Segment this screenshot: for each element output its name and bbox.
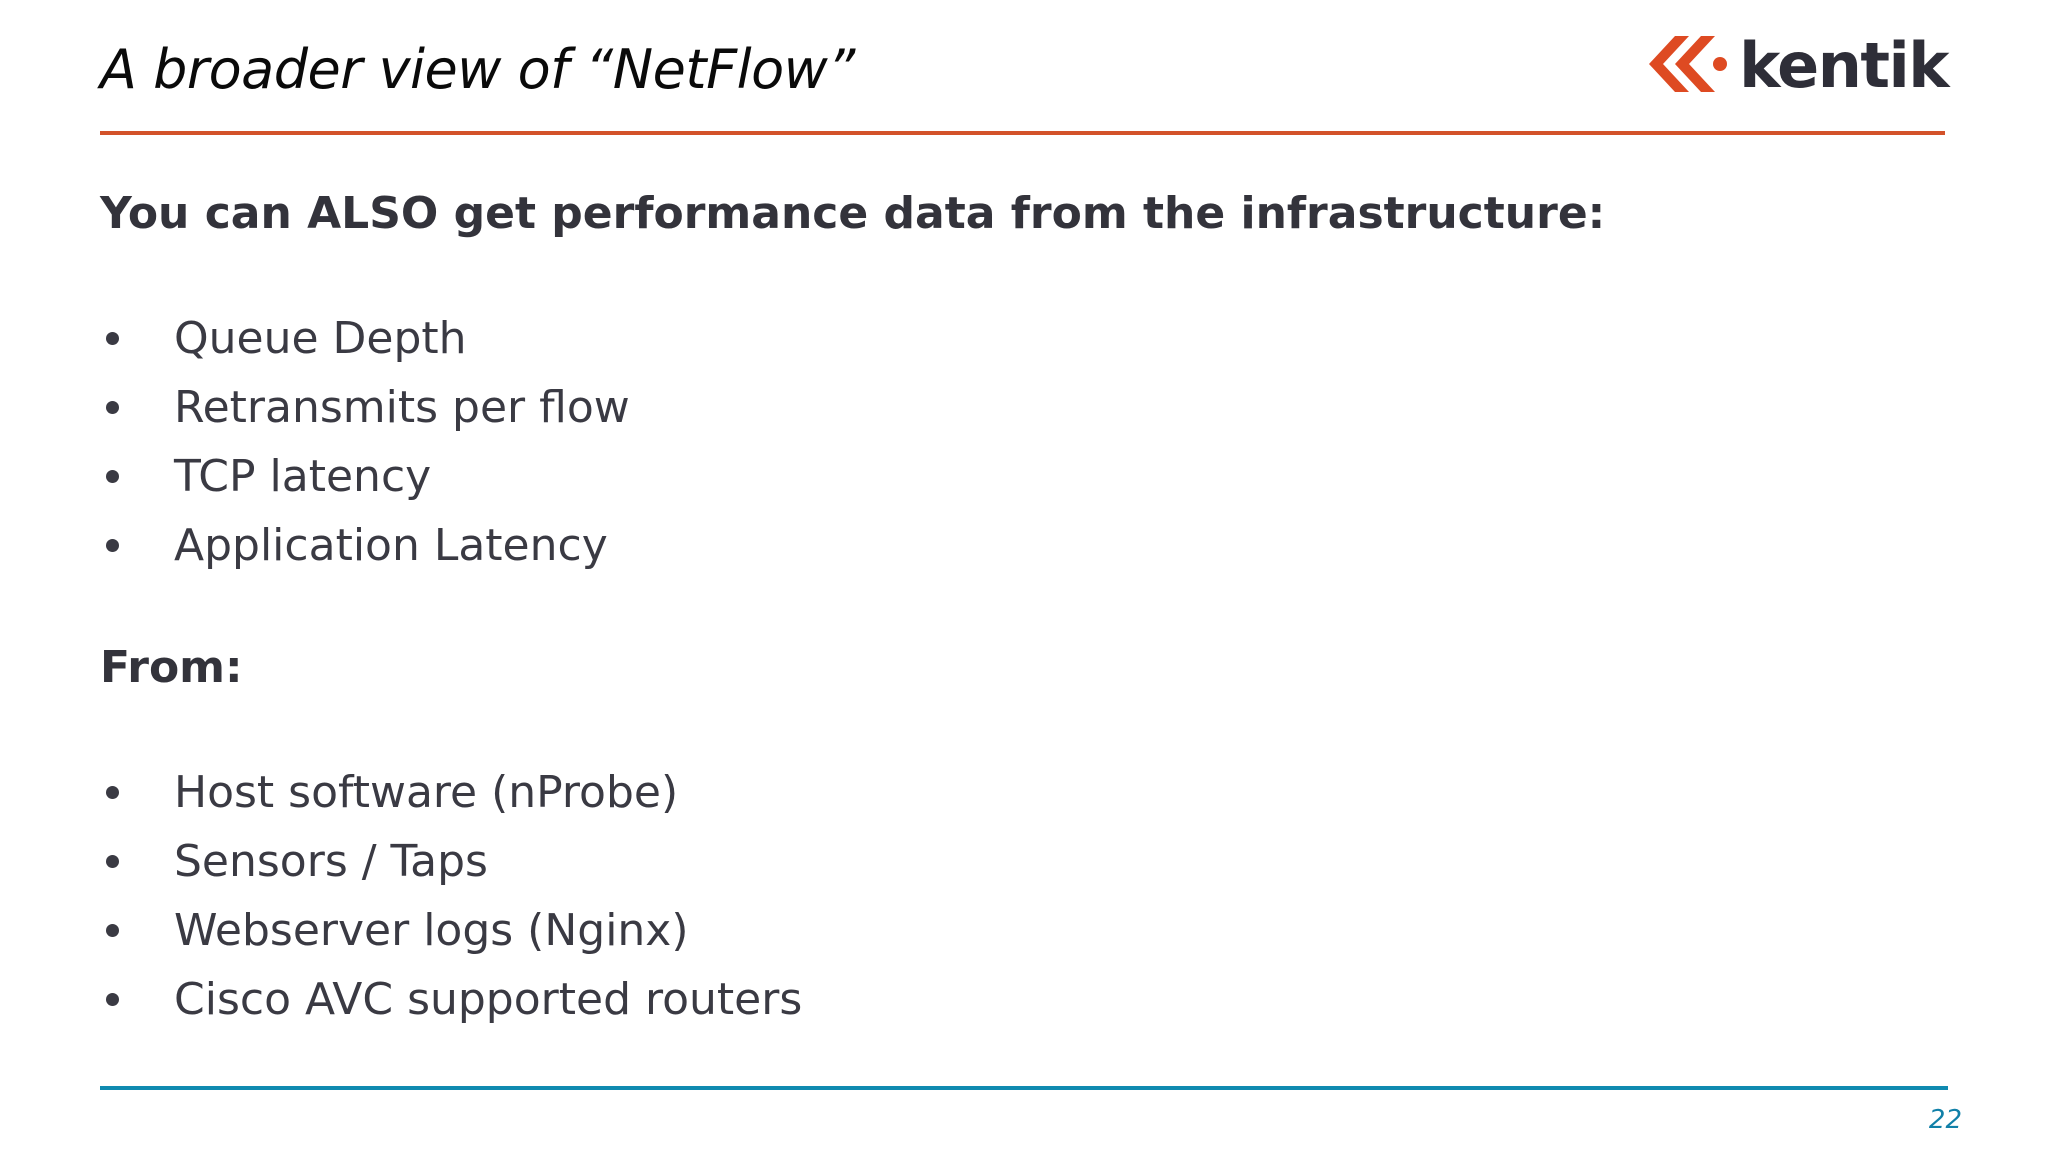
list-item: Retransmits per flow: [100, 373, 1900, 442]
list-item-label: Queue Depth: [174, 313, 467, 364]
bullet-icon: [106, 470, 119, 483]
footer-divider: [100, 1086, 1948, 1090]
bullet-icon: [106, 401, 119, 414]
list-item: Application Latency: [100, 511, 1900, 580]
bullet-icon: [106, 855, 119, 868]
list-item: Webserver logs (Nginx): [100, 896, 1900, 965]
list-item: Host software (nProbe): [100, 758, 1900, 827]
title-divider: [100, 131, 1945, 135]
bullet-icon: [106, 332, 119, 345]
spacer: [100, 696, 1900, 758]
from-heading: From:: [100, 642, 243, 693]
double-chevron-icon: [1641, 34, 1728, 99]
metrics-list: Queue Depth Retransmits per flow TCP lat…: [100, 304, 1900, 580]
lead-heading: You can ALSO get performance data from t…: [100, 188, 1606, 239]
list-item-label: Host software (nProbe): [174, 767, 679, 818]
spacer: [100, 580, 1900, 640]
list-item: Cisco AVC supported routers: [100, 965, 1900, 1034]
page-number: 22: [1928, 1105, 1962, 1135]
bullet-icon: [106, 539, 119, 552]
bullet-icon: [106, 786, 119, 799]
kentik-wordmark: kentik: [1739, 29, 1949, 102]
list-item-label: TCP latency: [174, 451, 432, 502]
list-item: TCP latency: [100, 442, 1900, 511]
list-item: Queue Depth: [100, 304, 1900, 373]
list-item-label: Retransmits per flow: [174, 382, 630, 433]
list-item: Sensors / Taps: [100, 827, 1900, 896]
bullet-icon: [106, 924, 119, 937]
list-item-label: Cisco AVC supported routers: [174, 974, 803, 1025]
list-item-label: Sensors / Taps: [174, 836, 488, 887]
page-title: A broader view of “NetFlow”: [100, 38, 855, 101]
bullet-icon: [106, 993, 119, 1006]
slide-body: You can ALSO get performance data from t…: [100, 186, 1900, 1034]
sources-list: Host software (nProbe) Sensors / Taps We…: [100, 758, 1900, 1034]
kentik-logo: kentik: [1641, 29, 1949, 102]
list-item-label: Webserver logs (Nginx): [174, 905, 689, 956]
list-item-label: Application Latency: [174, 520, 608, 571]
spacer: [100, 242, 1900, 304]
